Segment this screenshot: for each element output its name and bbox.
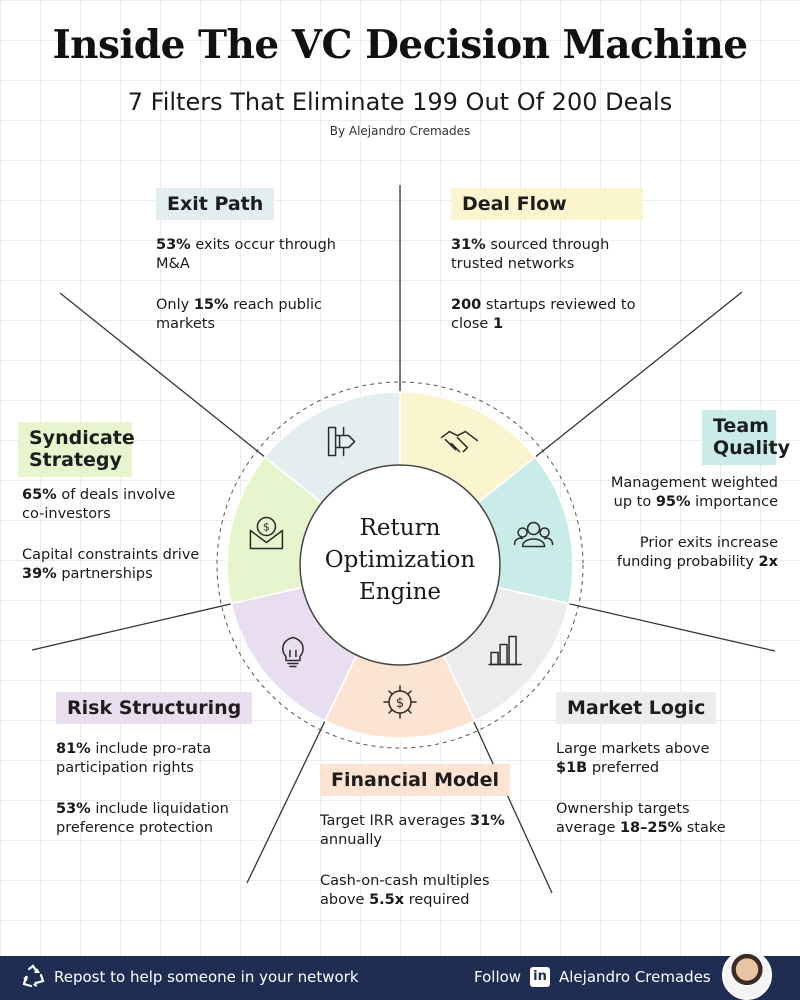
handshake-icon (440, 430, 479, 453)
risk-stat-2: 53% include liquidation preference prote… (56, 801, 229, 836)
center-line: Return (359, 515, 441, 541)
deal-stat-2: 200 startups reviewed to close 1 (451, 297, 636, 332)
exit-stat-2: Only 15% reach public markets (156, 297, 323, 332)
repost-cta: Repost to help someone in your network (54, 968, 359, 986)
people-icon (513, 521, 554, 548)
risk-stat-1: 81% include pro-rata participation right… (56, 741, 212, 776)
center-line: Engine (358, 579, 442, 606)
author-name[interactable]: Alejandro Cremades (559, 968, 711, 986)
filter-label-exit-path: Exit Path (156, 188, 275, 221)
financial-stat-2: Cash-on-cash multiples above 5.5x requir… (320, 873, 490, 908)
filter-label-syndicate-strategy: Syndicate Strategy (18, 422, 135, 477)
team-stat-2: Prior exits increase funding probability… (616, 535, 778, 570)
filter-label-market-logic: Market Logic (556, 692, 717, 725)
money-envelope-icon: $ (249, 516, 284, 550)
page-title: Inside The VC Decision Machine (52, 22, 748, 68)
filter-label-team-quality: Team Quality (702, 410, 790, 465)
center-line: Optimization (324, 547, 476, 574)
center-hub (299, 464, 501, 666)
follow-text: Follow (474, 968, 522, 986)
team-stat-1: Management weighted up to 95% importance (610, 475, 778, 510)
lightbulb-icon (282, 636, 304, 668)
exit-door-icon (327, 426, 356, 457)
bar-chart-icon (488, 635, 522, 666)
syndicate-stat-1: 65% of deals involve co-investors (22, 487, 176, 522)
footer-bar: Repost to help someone in your network F… (0, 950, 800, 1000)
avatar (722, 950, 772, 1000)
syndicate-stat-2: Capital constraints drive 39% partnershi… (22, 547, 200, 582)
recycle-icon (22, 964, 45, 988)
linkedin-icon[interactable]: in (530, 967, 550, 987)
filter-label-financial-model: Financial Model (320, 764, 511, 797)
dashed-orbit-ring (216, 381, 584, 749)
page-subtitle: 7 Filters That Eliminate 199 Out Of 200 … (127, 88, 673, 116)
financial-stat-1: Target IRR averages 31% annually (320, 813, 505, 848)
dollar-glyph: $ (396, 696, 404, 711)
filter-label-risk-structuring: Risk Structuring (56, 692, 253, 725)
dollar-glyph: $ (263, 521, 270, 534)
dollar-gear-icon: $ (383, 685, 417, 719)
market-stat-1: Large markets above $1B preferred (556, 741, 710, 776)
market-stat-2: Ownership targets average 18–25% stake (556, 801, 726, 836)
center-hub-text: Return Optimization Engine (300, 512, 500, 609)
filter-label-deal-flow: Deal Flow (451, 188, 643, 221)
deal-stat-1: 31% sourced through trusted networks (451, 237, 610, 272)
exit-stat-1: 53% exits occur through M&A (156, 237, 337, 272)
author-byline: By Alejandro Cremades (329, 124, 471, 138)
